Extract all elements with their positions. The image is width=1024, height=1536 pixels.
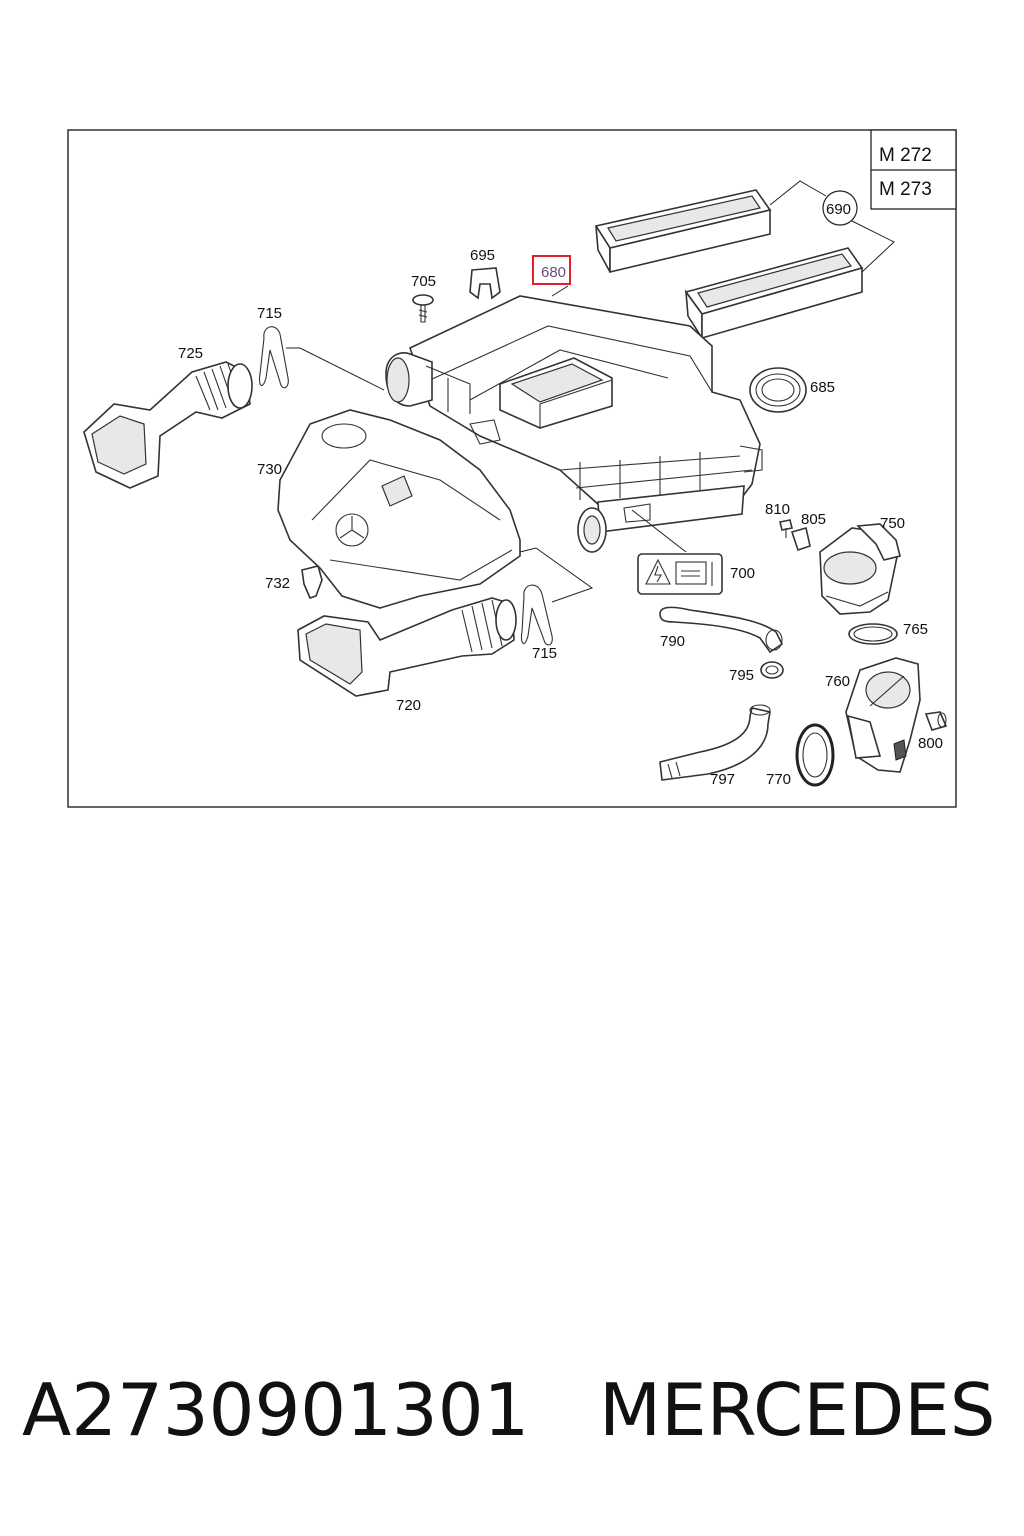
brand-name: MERCEDES (599, 1368, 996, 1452)
part-685-seal-ring[interactable] (749, 367, 807, 413)
callout-695: 695 (470, 247, 495, 264)
caption: A2730901301 MERCEDES (22, 1368, 1012, 1478)
part-760-throttle-body[interactable] (845, 657, 921, 773)
callout-750: 750 (880, 515, 905, 532)
callout-795: 795 (729, 667, 754, 684)
part-695-clip[interactable] (469, 267, 501, 300)
part-730-engine-cover[interactable] (277, 409, 521, 609)
engine-variant-m272: M 272 (879, 145, 932, 166)
callout-680[interactable]: 680 (541, 264, 566, 281)
part-number: A2730901301 (22, 1368, 530, 1452)
diagram-frame (67, 129, 957, 808)
callout-690-circle (822, 190, 858, 226)
part-810-pin[interactable] (779, 519, 793, 538)
part-680-air-filter-housing[interactable] (385, 295, 763, 553)
callout-810: 810 (765, 501, 790, 518)
part-770-seal[interactable] (795, 723, 835, 787)
part-715-seal-lower[interactable] (520, 584, 553, 646)
callout-715-upper: 715 (257, 305, 282, 322)
callout-732: 732 (265, 575, 290, 592)
callout-805: 805 (801, 511, 826, 528)
part-705-screw[interactable] (412, 294, 434, 323)
callout-705: 705 (411, 273, 436, 290)
part-690-air-filters[interactable] (594, 189, 864, 341)
callout-715-lower: 715 (532, 645, 557, 662)
callout-725: 725 (178, 345, 203, 362)
callout-720: 720 (396, 697, 421, 714)
callout-790: 790 (660, 633, 685, 650)
part-790-hose[interactable] (659, 606, 784, 654)
engine-variant-m273: M 273 (879, 179, 932, 200)
callout-800: 800 (918, 735, 943, 752)
part-732-clip[interactable] (301, 565, 323, 599)
part-720-intake-duct[interactable] (297, 597, 517, 697)
part-805-plug[interactable] (790, 526, 811, 552)
callout-770: 770 (766, 771, 791, 788)
callout-680-highlight[interactable] (532, 255, 571, 285)
callout-685: 685 (810, 379, 835, 396)
callout-765: 765 (903, 621, 928, 638)
callout-690: 690 (826, 201, 851, 218)
callout-797: 797 (710, 771, 735, 788)
part-715-seal-upper[interactable] (258, 326, 289, 389)
callout-730: 730 (257, 461, 282, 478)
callout-760: 760 (825, 673, 850, 690)
part-750-air-mass-sensor[interactable] (819, 523, 901, 615)
callout-700: 700 (730, 565, 755, 582)
part-800-sleeve[interactable] (924, 711, 948, 731)
engine-variant-table: M 272 M 273 (870, 129, 957, 210)
part-765-seal-ring[interactable] (848, 623, 898, 645)
part-797-hose[interactable] (659, 704, 771, 781)
part-725-intake-duct[interactable] (83, 361, 253, 489)
part-700-label-plate[interactable] (637, 553, 723, 595)
part-795-clamp[interactable] (760, 661, 784, 679)
